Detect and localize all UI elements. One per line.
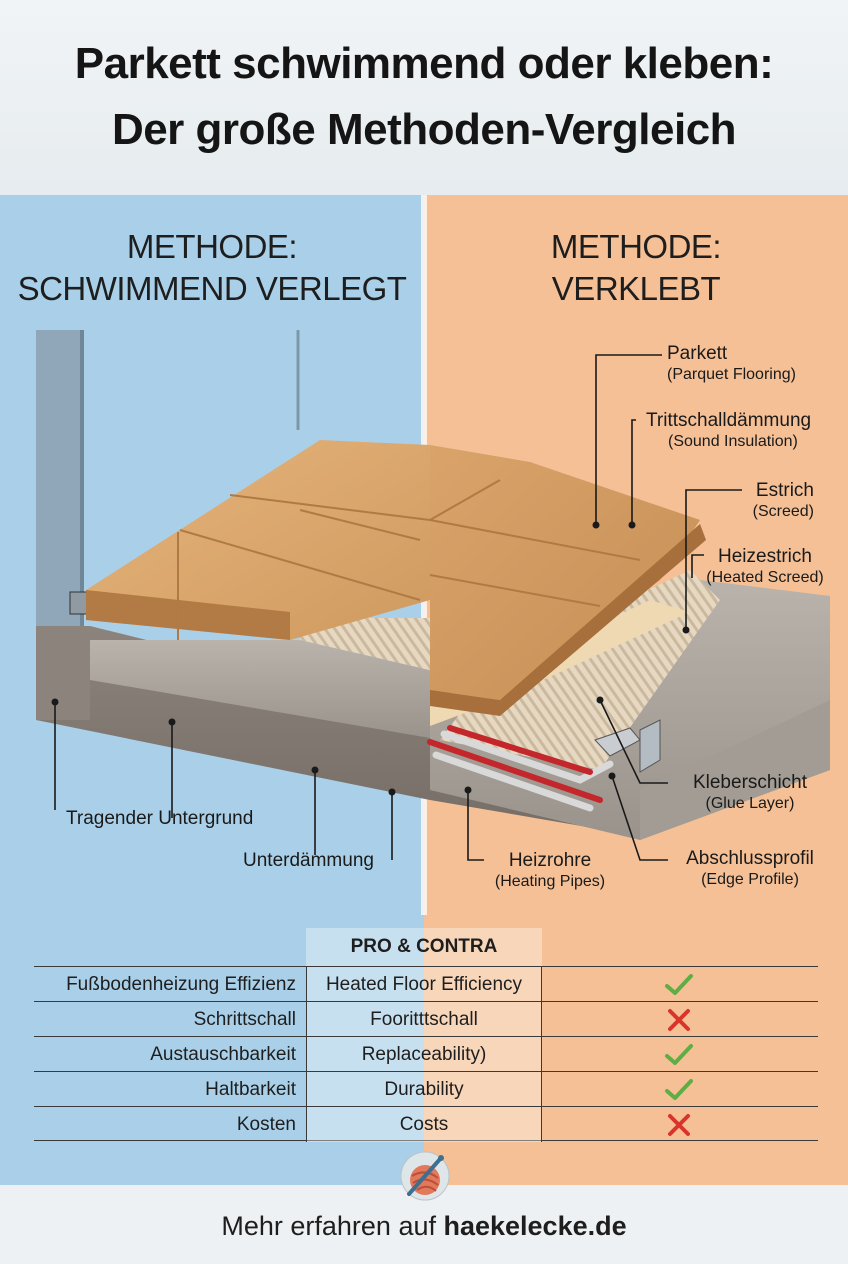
pro-contra-header: PRO & CONTRA xyxy=(306,928,542,966)
row-label-de: Austauschbarkeit xyxy=(150,1044,296,1065)
yarn-crochet-logo xyxy=(400,1151,450,1201)
method-title-glued: METHODE: VERKLEBT xyxy=(550,228,722,307)
check-icon xyxy=(665,1079,693,1100)
label-heizrohre: Heizrohre (Heating Pipes) xyxy=(494,850,606,890)
header: Parkett schwimmend oder kleben: Der groß… xyxy=(0,0,848,195)
row-label-en: Replaceability) xyxy=(306,1037,542,1072)
row-label-en: Fooritttschall xyxy=(306,1002,542,1037)
wall xyxy=(36,330,80,626)
row-label-en: Durability xyxy=(306,1072,542,1107)
label-trittschall: Trittschalldämmung (Sound Insulation) xyxy=(646,410,812,450)
row-label-de: Kosten xyxy=(236,1114,296,1135)
label-abschlussprofil: Abschlussprofil (Edge Profile) xyxy=(686,848,814,888)
check-icon xyxy=(665,1044,693,1065)
table-row: Haltbarkeit Durability xyxy=(34,1071,818,1107)
leader-lines xyxy=(54,354,742,861)
table-row: Fußbodenheizung Effizienz Heated Floor Ef… xyxy=(34,966,818,1002)
check-icon xyxy=(665,974,693,995)
label-parkett: Parkett (Parquet Flooring) xyxy=(667,343,796,383)
table-row: Austauschbarkeit Replaceability) xyxy=(34,1036,818,1072)
page-title-line2: Der große Methoden-Vergleich xyxy=(111,105,737,154)
row-label-en: Heated Floor Efficiency xyxy=(306,967,542,1002)
heating-pipes xyxy=(427,725,614,812)
row-label-de: Haltbarkeit xyxy=(205,1079,296,1100)
parquet-left xyxy=(86,440,430,640)
row-label-de: Fußbodenheizung Effizienz xyxy=(66,974,296,995)
row-label-en: Costs xyxy=(306,1107,542,1142)
method-title-floating: METHODE: SCHWIMMEND VERLEGT xyxy=(17,228,407,307)
cross-icon xyxy=(668,1009,690,1031)
footer-site-link[interactable]: haekelecke.de xyxy=(443,1211,627,1241)
table-row: Kosten Costs xyxy=(34,1106,818,1142)
label-tragender-untergrund: Tragender Untergrund xyxy=(66,808,254,829)
pro-contra-table: Fußbodenheizung Effizienz Heated Floor Ef… xyxy=(34,966,818,1142)
label-estrich: Estrich (Screed) xyxy=(752,480,814,520)
cross-icon xyxy=(668,1114,690,1136)
label-unterdaemmung: Unterdämmung xyxy=(243,850,374,871)
row-label-de: Schrittschall xyxy=(193,1009,296,1030)
table-row: Schrittschall Fooritttschall xyxy=(34,1001,818,1037)
page-title-line1: Parkett schwimmend oder kleben: xyxy=(74,39,774,88)
label-heizestrich: Heizestrich (Heated Screed) xyxy=(706,546,824,586)
floor-cross-section-illustration xyxy=(36,330,830,861)
label-kleberschicht: Kleberschicht (Glue Layer) xyxy=(692,772,808,812)
footer-text: Mehr erfahren auf haekelecke.de xyxy=(221,1211,627,1241)
